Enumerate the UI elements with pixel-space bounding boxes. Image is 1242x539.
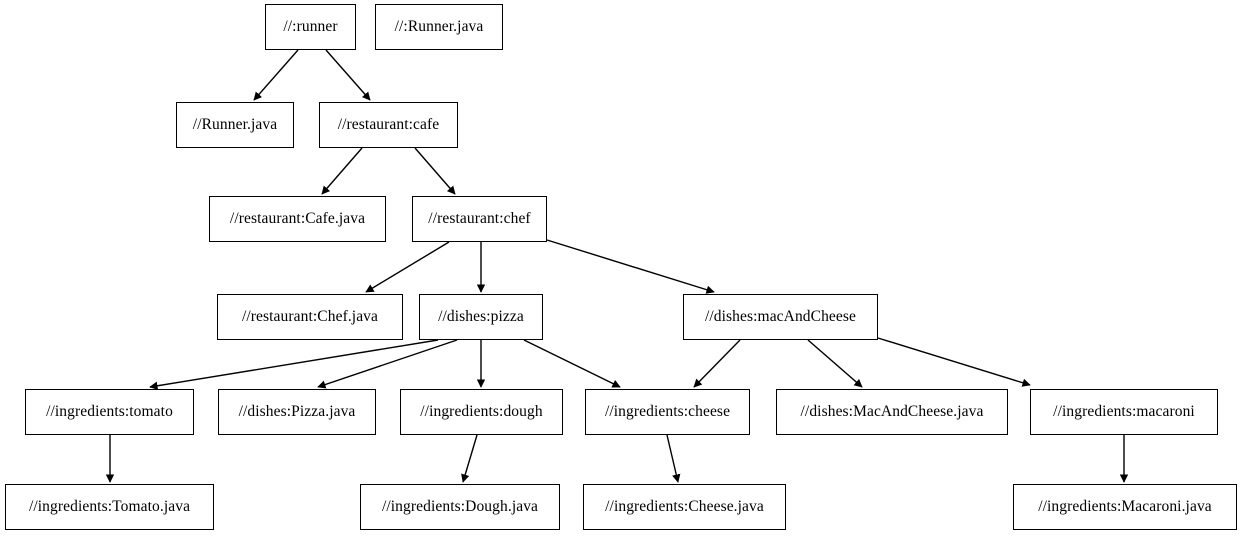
node-label-ing_macaroni: //ingredients:macaroni: [1053, 403, 1195, 421]
node-chef_java[interactable]: //restaurant:Chef.java: [217, 294, 403, 340]
node-runner_java_root[interactable]: //:Runner.java: [375, 4, 503, 50]
edge-dishes_mac-to-mac_java: [807, 339, 863, 388]
edge-dishes_pizza-to-ing_tomato: [149, 339, 439, 390]
node-label-macaroni_java: //ingredients:Macaroni.java: [1038, 498, 1212, 516]
node-cafe_java[interactable]: //restaurant:Cafe.java: [209, 196, 386, 242]
edge-dishes_mac-to-ing_macaroni: [877, 337, 1031, 387]
node-tomato_java[interactable]: //ingredients:Tomato.java: [5, 484, 214, 530]
node-label-ing_cheese: //ingredients:cheese: [604, 403, 731, 421]
node-ing_tomato[interactable]: //ingredients:tomato: [25, 389, 194, 435]
edge-restaurant_chef-to-chef_java: [365, 241, 450, 293]
edge-runner-to-runner_java: [253, 49, 299, 101]
node-label-runner_java_root: //:Runner.java: [394, 18, 484, 36]
node-macaroni_java[interactable]: //ingredients:Macaroni.java: [1013, 484, 1237, 530]
edge-ing_cheese-to-cheese_java: [666, 434, 681, 483]
node-ing_cheese[interactable]: //ingredients:cheese: [585, 389, 750, 435]
node-runner[interactable]: //:runner: [265, 4, 356, 50]
node-ing_macaroni[interactable]: //ingredients:macaroni: [1030, 389, 1218, 435]
node-label-ing_tomato: //ingredients:tomato: [46, 403, 173, 421]
node-label-dishes_pizza: //dishes:pizza: [438, 308, 524, 326]
node-label-restaurant_chef: //restaurant:chef: [428, 210, 531, 228]
node-label-dough_java: //ingredients:Dough.java: [381, 498, 539, 516]
node-label-mac_java: //dishes:MacAndCheese.java: [800, 403, 984, 421]
node-dishes_pizza[interactable]: //dishes:pizza: [419, 294, 543, 340]
node-restaurant_cafe[interactable]: //restaurant:cafe: [319, 102, 458, 148]
node-label-chef_java: //restaurant:Chef.java: [241, 308, 379, 326]
node-label-restaurant_cafe: //restaurant:cafe: [337, 116, 440, 134]
node-mac_java[interactable]: //dishes:MacAndCheese.java: [776, 389, 1008, 435]
node-label-runner: //:runner: [283, 18, 338, 36]
node-ing_dough[interactable]: //ingredients:dough: [400, 389, 563, 435]
node-label-runner_java: //Runner.java: [192, 116, 278, 134]
node-restaurant_chef[interactable]: //restaurant:chef: [412, 196, 547, 242]
node-dough_java[interactable]: //ingredients:Dough.java: [360, 484, 560, 530]
node-label-tomato_java: //ingredients:Tomato.java: [28, 498, 191, 516]
edge-ing_dough-to-dough_java: [461, 434, 478, 483]
edge-runner-to-restaurant_cafe: [325, 49, 371, 101]
node-label-dishes_mac: //dishes:macAndCheese: [704, 308, 857, 326]
edge-restaurant_chef-to-dishes_mac: [546, 239, 715, 294]
edge-dishes_pizza-to-ing_cheese: [523, 339, 621, 388]
edge-dishes_mac-to-ing_cheese: [693, 339, 741, 388]
node-pizza_java[interactable]: //dishes:Pizza.java: [218, 389, 376, 435]
edge-restaurant_cafe-to-restaurant_chef: [414, 147, 456, 195]
node-runner_java[interactable]: //Runner.java: [176, 102, 294, 148]
node-label-cafe_java: //restaurant:Cafe.java: [229, 210, 366, 228]
node-label-pizza_java: //dishes:Pizza.java: [238, 403, 356, 421]
node-dishes_mac[interactable]: //dishes:macAndCheese: [683, 294, 878, 340]
edge-restaurant_cafe-to-cafe_java: [321, 147, 363, 195]
edge-dishes_pizza-to-pizza_java: [317, 339, 458, 389]
node-label-ing_dough: //ingredients:dough: [420, 403, 543, 421]
node-cheese_java[interactable]: //ingredients:Cheese.java: [583, 484, 786, 530]
node-label-cheese_java: //ingredients:Cheese.java: [605, 498, 764, 516]
